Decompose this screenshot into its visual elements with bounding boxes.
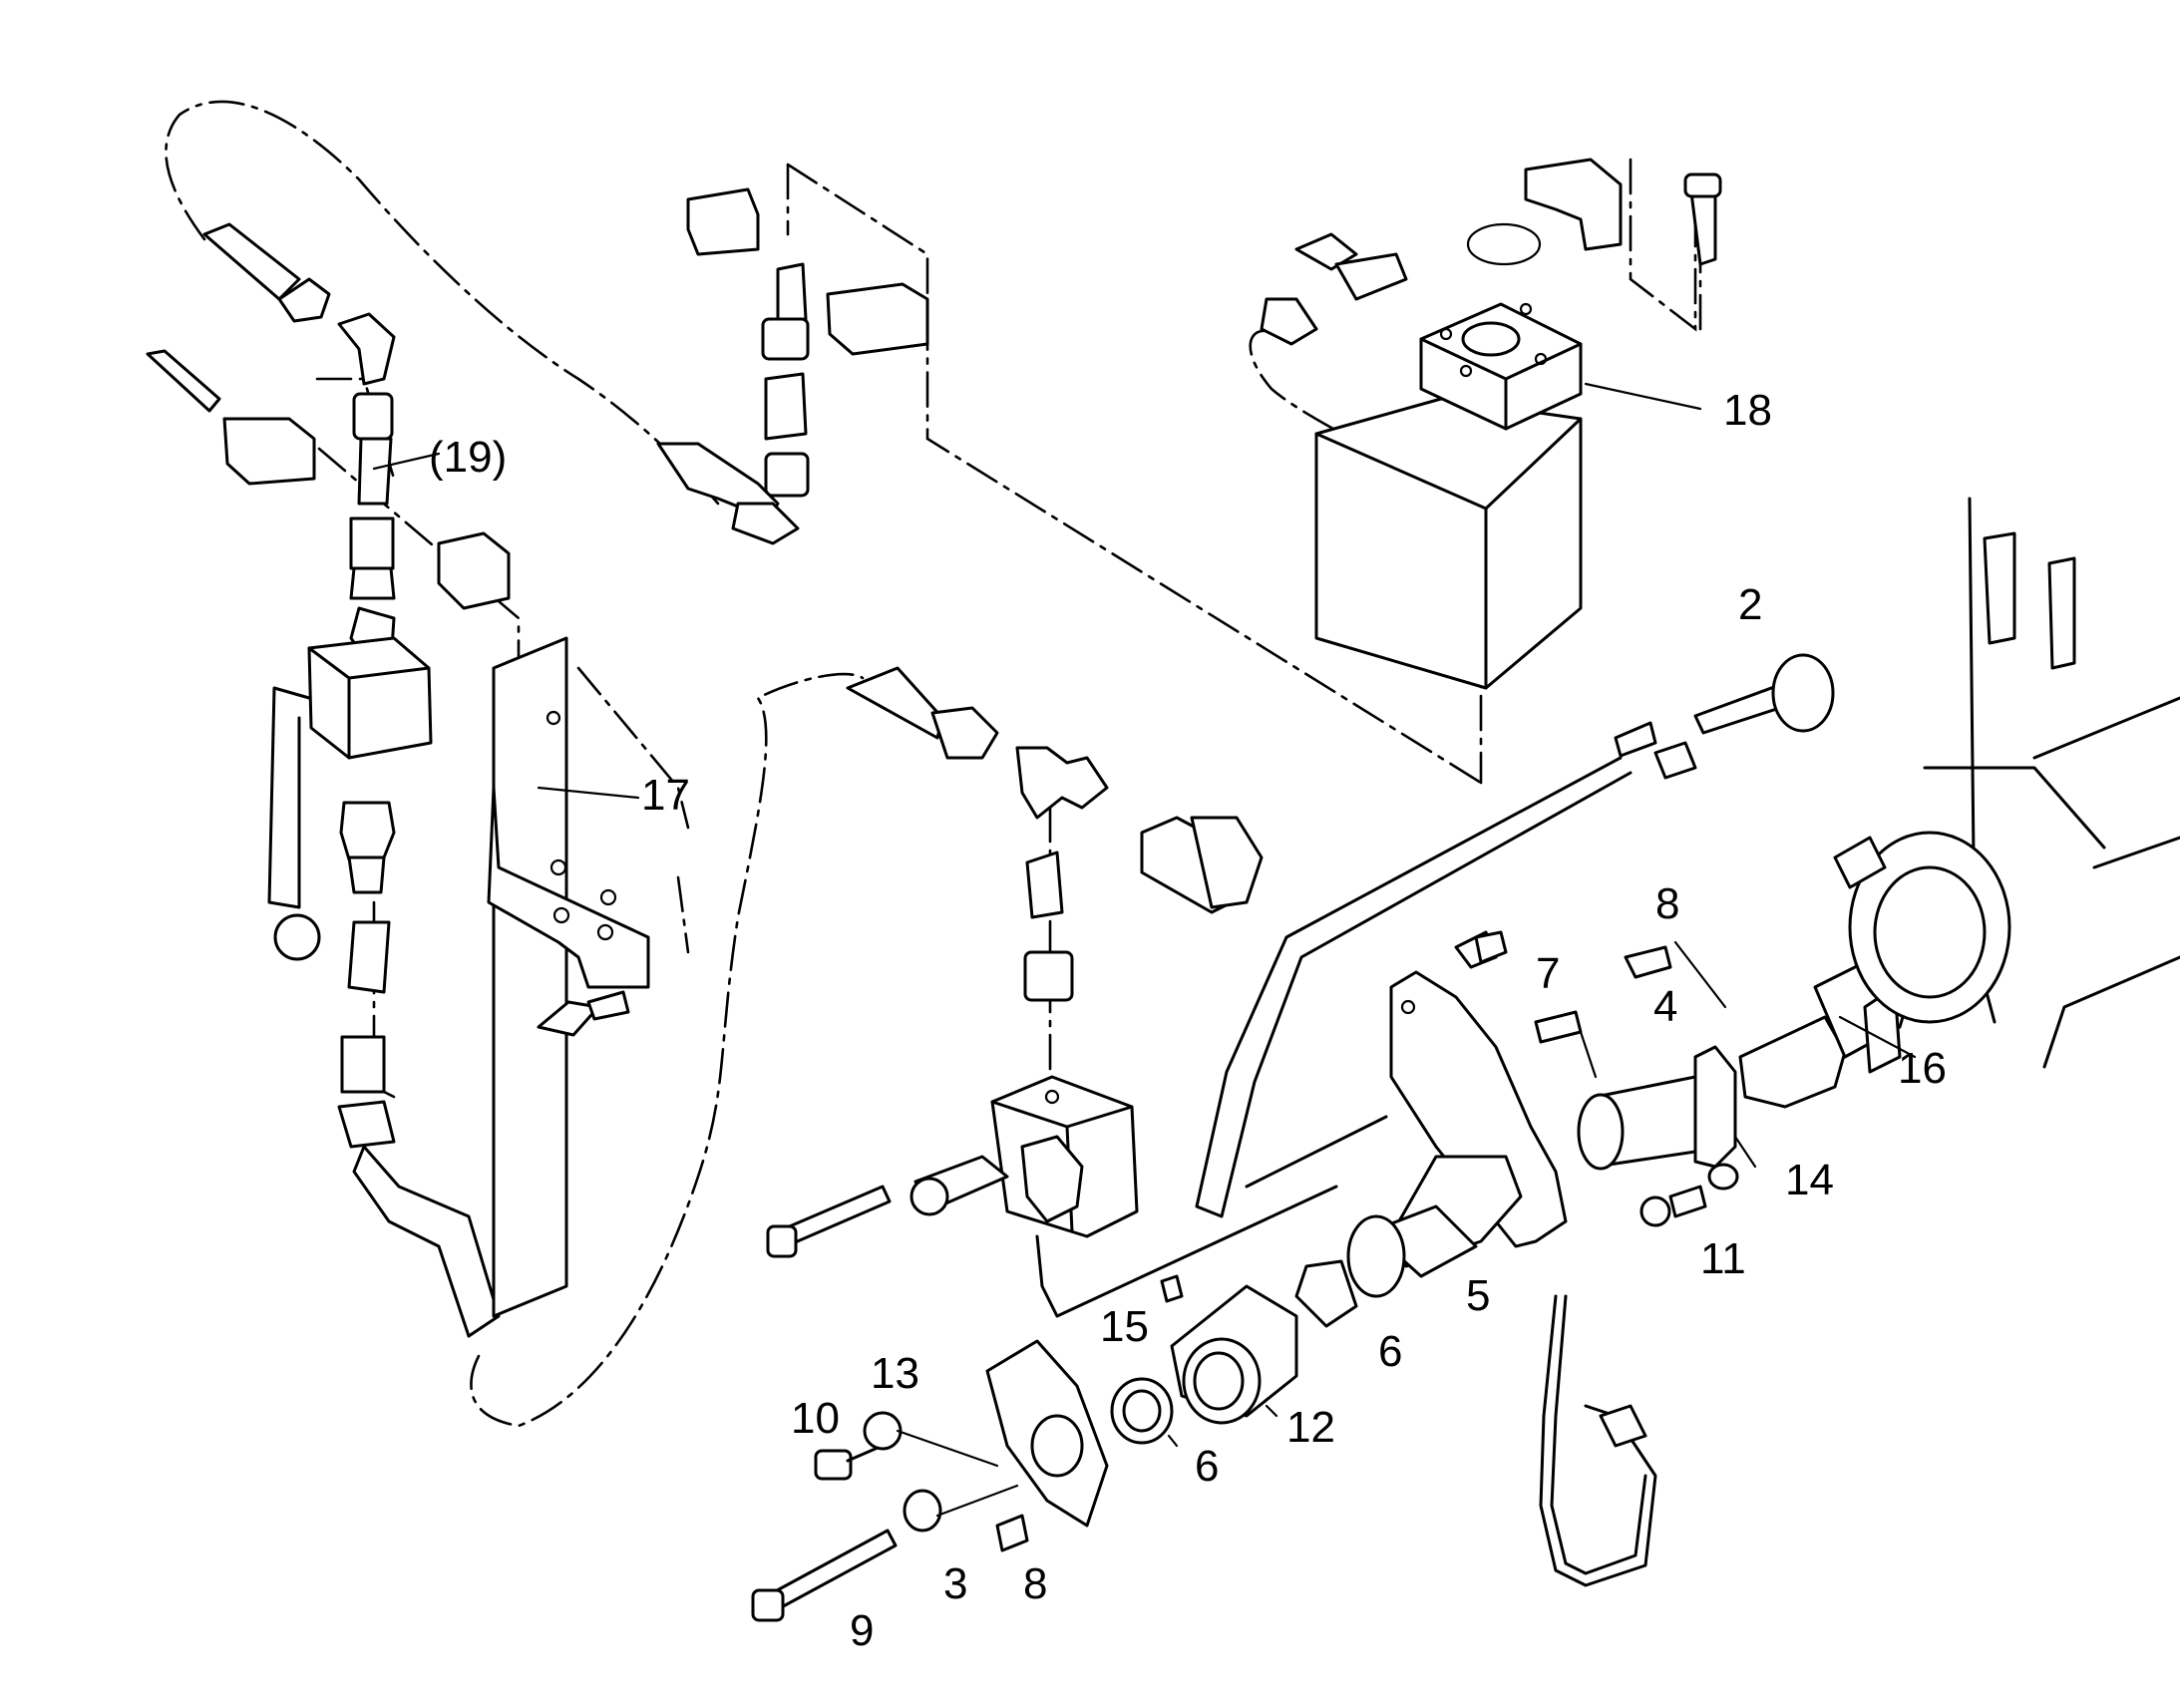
callout-14: 14 bbox=[1785, 1156, 1834, 1204]
leader-lines bbox=[372, 382, 1917, 1518]
left-valve-block bbox=[267, 606, 501, 1338]
callout-6-upper: 6 bbox=[1378, 1327, 1402, 1376]
machine-housing bbox=[1833, 497, 2180, 1069]
upper-hose-assembly bbox=[146, 222, 511, 610]
callout-3: 3 bbox=[943, 1559, 967, 1608]
callout-5: 5 bbox=[1466, 1271, 1490, 1320]
callout-2: 2 bbox=[1738, 580, 1762, 629]
callout-19: (19) bbox=[429, 433, 507, 482]
rod-and-screw bbox=[1195, 653, 1835, 1218]
callout-6-lower: 6 bbox=[1195, 1442, 1219, 1491]
callout-11: 11 bbox=[1700, 1234, 1746, 1283]
callout-9: 9 bbox=[850, 1606, 874, 1655]
callout-8-right: 8 bbox=[1655, 879, 1679, 928]
right-sleeve-assembly bbox=[1534, 945, 1917, 1227]
callout-15: 15 bbox=[1100, 1302, 1149, 1351]
callouts: (19) 18 17 2 8 7 4 16 14 11 5 6 15 12 13… bbox=[429, 386, 1947, 1655]
callout-16: 16 bbox=[1898, 1044, 1947, 1093]
callout-4: 4 bbox=[1653, 982, 1677, 1031]
callout-10: 10 bbox=[791, 1394, 840, 1443]
middle-upper-fittings bbox=[656, 187, 929, 545]
callout-7: 7 bbox=[1536, 949, 1560, 998]
callout-13: 13 bbox=[871, 1349, 919, 1398]
callout-17: 17 bbox=[641, 771, 690, 820]
central-valve bbox=[766, 1075, 1388, 1318]
cable-tie bbox=[1539, 1294, 1657, 1587]
callout-18: 18 bbox=[1723, 386, 1772, 435]
callout-12: 12 bbox=[1286, 1403, 1335, 1452]
callout-8-lower: 8 bbox=[1023, 1559, 1047, 1608]
bracket-17 bbox=[487, 636, 650, 1318]
tee-fittings bbox=[846, 666, 1264, 1002]
lower-parts bbox=[751, 1259, 1358, 1622]
mounting-plate-and-cylinder bbox=[1346, 930, 1568, 1298]
hydraulic-block-18 bbox=[1260, 158, 1722, 690]
